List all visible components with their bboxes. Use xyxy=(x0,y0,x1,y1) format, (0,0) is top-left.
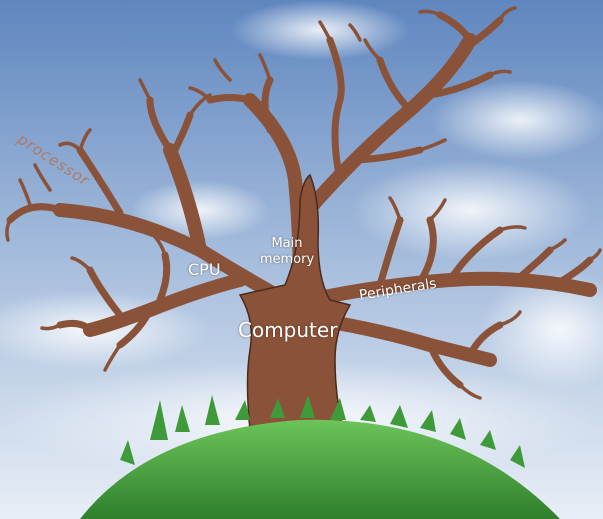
grass-blades xyxy=(120,395,525,468)
tree-trunk xyxy=(238,173,352,436)
grass-hill xyxy=(80,419,560,519)
label-cpu: CPU xyxy=(188,260,221,279)
label-main-memory: Main memory xyxy=(257,236,317,269)
label-computer: Computer xyxy=(238,318,338,342)
label-main-memory-text: Main memory xyxy=(259,236,315,268)
tree-branches xyxy=(5,6,602,400)
